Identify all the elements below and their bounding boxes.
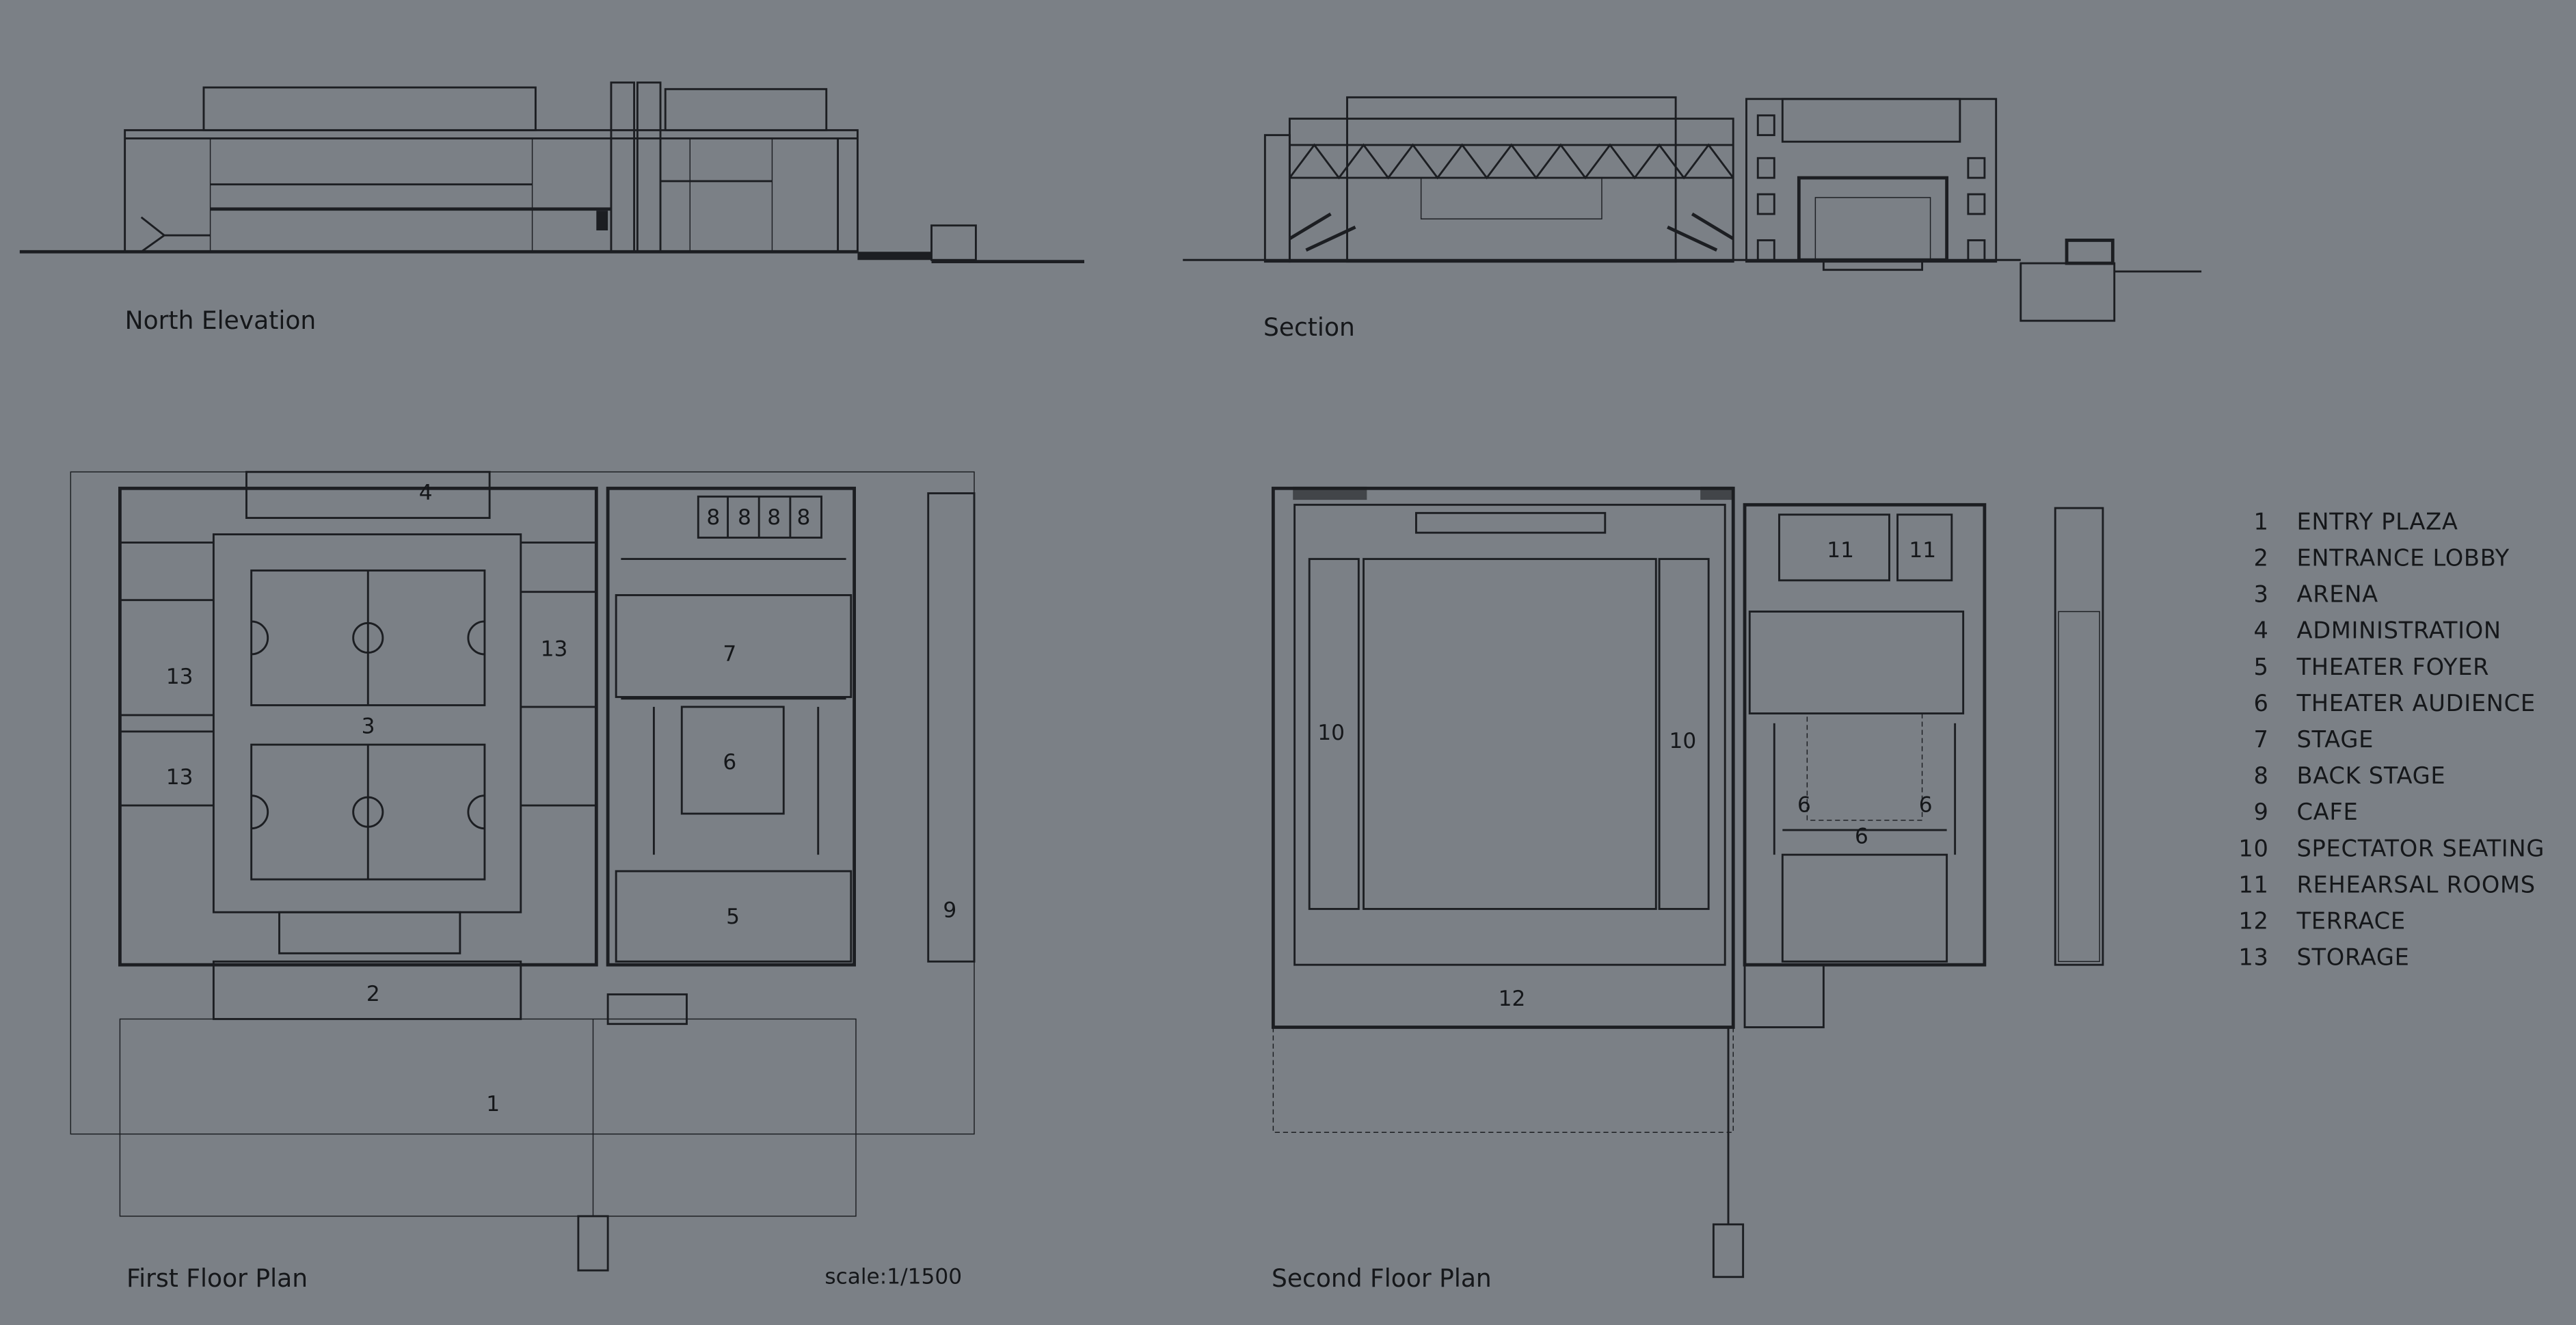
legend-label: STAGE [2296, 726, 2374, 753]
legend-number: 6 [2254, 690, 2269, 717]
first-floor-plan-drawing [70, 470, 976, 1272]
legend-label: ADMINISTRATION [2296, 617, 2501, 644]
legend-label: CAFE [2296, 799, 2358, 825]
legend-label: REHEARSAL ROOMS [2296, 871, 2535, 898]
section-caption: Section [1263, 314, 1355, 342]
legend-number: 5 [2254, 654, 2269, 680]
scale-label: scale:1/1500 [824, 1264, 962, 1289]
room-label-theater-audience: 6 [1855, 824, 1868, 848]
room-legend: 1 ENTRY PLAZA 2 ENTRANCE LOBBY 3 ARENA 4 ADMINI… [2238, 508, 2545, 971]
room-label-theater-audience: 6 [1797, 793, 1811, 818]
room-label-rehearsal-rooms: 11 [1909, 538, 1936, 563]
legend-label: ENTRANCE LOBBY [2296, 544, 2509, 571]
room-label-arena: 3 [362, 714, 375, 738]
legend-number: 1 [2254, 508, 2269, 535]
room-label-spectator-seating: 10 [1317, 721, 1345, 745]
legend-label: THEATER AUDIENCE [2296, 690, 2535, 717]
first-floor-plan-caption: First Floor Plan [126, 1265, 308, 1293]
north-elevation-drawing [19, 81, 1085, 264]
room-label-storage: 13 [166, 665, 193, 689]
first-floor-room-labels: 1 2 3 4 5 6 7 8 8 8 8 9 13 13 13 [166, 481, 957, 1116]
room-label-theater-audience: 6 [723, 750, 736, 775]
room-label-storage: 13 [541, 637, 568, 661]
room-label-stage: 7 [723, 642, 736, 667]
second-floor-room-labels: 10 10 11 11 6 6 6 12 [1317, 538, 1936, 1011]
legend-label: THEATER FOYER [2296, 654, 2489, 680]
room-label-theater-foyer: 5 [726, 905, 740, 929]
room-label-back-stage: 8 [796, 505, 810, 530]
legend-number: 13 [2238, 944, 2268, 971]
section-drawing [1183, 96, 2202, 322]
room-label-rehearsal-rooms: 11 [1827, 538, 1854, 563]
room-label-terrace: 12 [1499, 987, 1526, 1011]
room-label-back-stage: 8 [767, 505, 781, 530]
legend-number: 8 [2254, 762, 2269, 789]
second-floor-plan-drawing [1271, 486, 2104, 1279]
legend-number: 10 [2238, 835, 2268, 861]
legend-label: SPECTATOR SEATING [2296, 835, 2545, 861]
legend-number: 3 [2254, 581, 2269, 608]
legend-number: 12 [2238, 908, 2268, 935]
second-floor-plan-caption: Second Floor Plan [1272, 1265, 1492, 1293]
room-label-back-stage: 8 [706, 505, 720, 530]
north-elevation-caption: North Elevation [125, 307, 317, 335]
legend-label: BACK STAGE [2296, 762, 2445, 789]
legend-number: 11 [2238, 871, 2268, 898]
room-label-theater-audience: 6 [1919, 793, 1933, 818]
room-label-spectator-seating: 10 [1669, 729, 1697, 753]
room-label-back-stage: 8 [738, 505, 751, 530]
legend-label: ARENA [2296, 581, 2378, 608]
legend-number: 2 [2254, 544, 2269, 571]
legend-number: 4 [2254, 617, 2269, 644]
legend-label: STORAGE [2296, 944, 2409, 971]
room-label-entry-plaza: 1 [486, 1092, 500, 1116]
legend-number: 7 [2254, 726, 2269, 753]
room-label-cafe: 9 [943, 898, 956, 922]
legend-label: ENTRY PLAZA [2296, 508, 2458, 535]
legend-number: 9 [2254, 799, 2269, 825]
room-label-administration: 4 [419, 481, 433, 505]
legend-label: TERRACE [2296, 908, 2405, 935]
room-label-storage: 13 [166, 765, 193, 790]
room-label-entrance-lobby: 2 [366, 982, 380, 1006]
